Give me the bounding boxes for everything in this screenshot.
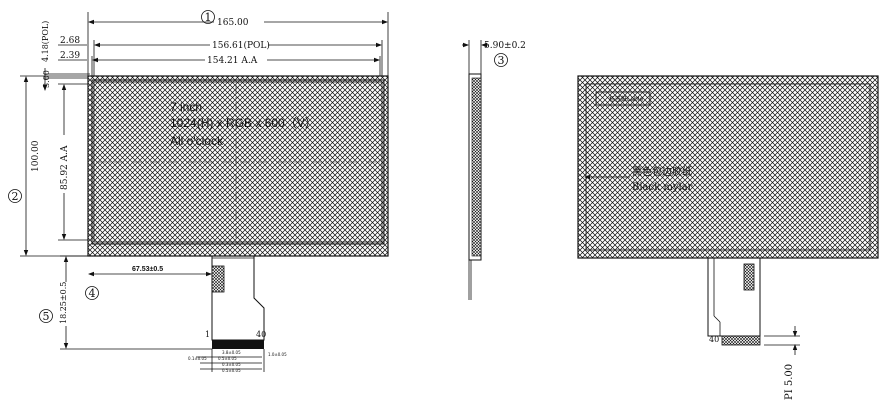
mylar-label-en: Black mylar <box>632 182 693 193</box>
svg-text:18.25±0.5: 18.25±0.5 <box>59 282 68 324</box>
svg-text:156.61(POL): 156.61(POL) <box>212 40 270 51</box>
fpc-tail: 1 40 3.8±0.05 0.5±0.05 0.1±0.05 0.3±0.05… <box>188 256 287 373</box>
balloon-3 <box>494 53 508 67</box>
svg-text:5.90±0.2: 5.90±0.2 <box>484 41 526 51</box>
svg-text:2.68: 2.68 <box>60 36 80 46</box>
svg-text:3: 3 <box>498 54 505 67</box>
spec-resolution: 1024(H) x RGB x 600（V） <box>170 116 317 130</box>
svg-text:2: 2 <box>12 190 19 203</box>
rear-view: 标签纸Lable 黑色包边胶纸 Black mylar 40 PI 5.00 <box>577 75 879 400</box>
svg-text:40: 40 <box>709 335 719 344</box>
svg-text:3.00: 3.00 <box>42 70 51 88</box>
dim-fpc-offset: 67.53±0.5 <box>88 266 212 277</box>
svg-text:0.5±0.05: 0.5±0.05 <box>222 368 241 373</box>
balloon-5 <box>39 309 53 323</box>
side-view: 5.90±0.2 3 <box>462 40 526 300</box>
rear-panel <box>585 83 871 251</box>
svg-text:40: 40 <box>256 330 266 339</box>
svg-text:2.39: 2.39 <box>60 51 80 61</box>
fpc-stiffener <box>211 265 225 293</box>
svg-text:1: 1 <box>205 330 210 339</box>
rear-label-box <box>595 91 651 106</box>
rear-fpc-fingers <box>721 335 761 346</box>
dim-overall-height: 100.00 2 <box>8 75 88 257</box>
svg-text:3.8±0.05: 3.8±0.05 <box>222 350 241 355</box>
balloon-2 <box>8 189 22 203</box>
dim-overall-width: 1 165.00 <box>88 10 388 28</box>
svg-text:67.53±0.5: 67.53±0.5 <box>132 266 163 273</box>
svg-text:标签纸Lable: 标签纸Lable <box>609 95 643 103</box>
dim-active-width: 154.21 A.A 2.39 <box>58 51 380 66</box>
svg-text:0.1±0.05: 0.1±0.05 <box>188 356 207 361</box>
rear-mylar-border <box>577 75 879 259</box>
dim-small-top-left: 3.00 4.18(POL) <box>41 21 90 91</box>
balloon-1 <box>201 10 215 24</box>
mylar-label-cn: 黑色包边胶纸 <box>632 165 692 178</box>
dim-active-height: 85.92 A.A <box>57 83 94 241</box>
svg-text:0.5±0.05: 0.5±0.05 <box>218 356 237 361</box>
svg-text:85.92 A.A: 85.92 A.A <box>60 145 70 190</box>
spec-viewing: All o'clock <box>170 134 224 148</box>
polarizer-outline <box>91 79 385 245</box>
active-area <box>93 81 383 243</box>
module-bezel <box>87 75 389 257</box>
spec-size: 7 inch <box>170 100 202 114</box>
dim-pol-width: 156.61(POL) 2.68 <box>58 36 382 51</box>
svg-text:165.00: 165.00 <box>217 18 249 28</box>
svg-text:0.3±0.05: 0.3±0.05 <box>222 362 241 367</box>
balloon-4 <box>85 286 99 300</box>
svg-text:4.18(POL): 4.18(POL) <box>41 21 50 62</box>
rear-fpc: 40 PI 5.00 <box>707 258 800 400</box>
fpc-gold-fingers <box>212 340 264 349</box>
svg-text:1.0±0.05: 1.0±0.05 <box>268 352 287 357</box>
svg-text:154.21 A.A: 154.21 A.A <box>207 56 258 66</box>
svg-text:4: 4 <box>89 287 96 300</box>
pitch-label: PI 5.00 <box>784 364 795 400</box>
dim-fpc-length: 18.25±0.5 4 5 <box>39 255 212 350</box>
svg-text:1: 1 <box>205 11 212 24</box>
svg-text:5: 5 <box>43 310 50 323</box>
svg-text:100.00: 100.00 <box>31 140 41 172</box>
front-view: 1 165.00 156.61(POL) 2.68 154.21 A.A 2.3… <box>8 10 389 373</box>
